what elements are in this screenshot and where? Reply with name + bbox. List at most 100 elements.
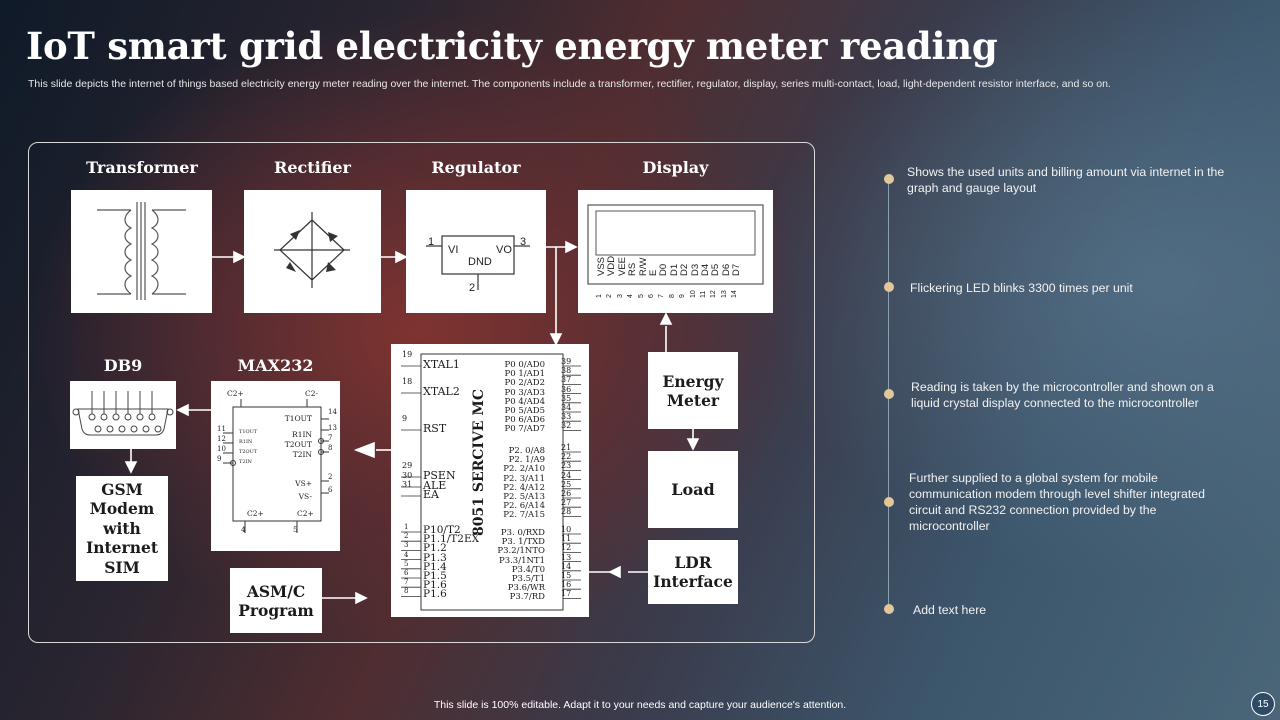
arrow-icon (124, 461, 138, 474)
mcu-port-label: P2. 4/A12 (503, 482, 545, 493)
max232-c2plus-bottom: C2+ (247, 509, 264, 518)
transformer-block (71, 190, 212, 313)
mcu-pin-number: 24 (561, 470, 572, 480)
mcu-pin-label: P1.6 (423, 588, 447, 601)
transformer-label: Transformer (86, 158, 198, 177)
mcu-port-label: P3.4/T0 (511, 564, 545, 575)
mcu-pin-number: 26 (561, 489, 572, 498)
db9-label: DB9 (103, 356, 143, 375)
max232-right-pin: 6 (328, 486, 333, 494)
timeline-bullet (884, 389, 894, 399)
mcu-pin-number: 9 (402, 414, 408, 423)
mcu-pin-number: 36 (561, 384, 572, 394)
max232-bottom-pin: 4 (241, 525, 246, 534)
gsm-modem-block: GSM Modem with Internet SIM (76, 476, 168, 581)
mcu-pin-number: 33 (561, 412, 572, 422)
max232-left-pin: 12 (217, 435, 226, 443)
max232-left-pin: 9 (217, 455, 222, 463)
mcu-pin-label: XTAL1 (423, 358, 460, 371)
mcu-pin-number: 8 (404, 587, 409, 596)
max232-right-label: R1IN (292, 430, 312, 439)
max232-left-label: T2IN (239, 459, 252, 465)
arrow-icon (395, 250, 408, 264)
db9-block (70, 381, 176, 449)
regulator-vo: VO (496, 244, 512, 256)
mcu-pin-label: XTAL2 (423, 385, 460, 398)
timeline-item: Further supplied to a global system for … (909, 471, 1205, 533)
mcu-pin-label: EA (423, 488, 439, 501)
mcu-pin-label: P1.4 (423, 560, 447, 573)
mcu-pin-number: 21 (561, 443, 572, 452)
max232-right-pin: 14 (328, 408, 337, 416)
mcu-pin-label: RST (423, 422, 447, 435)
max232-right-pin: 2 (328, 473, 333, 481)
mcu-pin-number: 39 (561, 357, 572, 366)
regulator-chip: DND (468, 256, 492, 268)
mcu-pin-number: 4 (404, 550, 409, 559)
regulator-pin-2: 2 (469, 282, 476, 294)
db9-connector-icon (72, 391, 174, 436)
mcu-pin-number: 23 (561, 461, 572, 471)
mcu-port-label: P2. 5/A13 (503, 492, 545, 502)
max232-right-label: VS- (298, 492, 312, 501)
mcu-port-label: P3. 1/TXD (501, 537, 545, 548)
regulator-label: Regulator (431, 158, 521, 177)
max232-right-pin: 7 (328, 434, 333, 442)
mcu-port-label: P0 2/AD2 (504, 378, 545, 389)
mcu-pin-label: P10/T2 (423, 524, 461, 536)
mcu-port-label: P3.2/1NTO (497, 546, 545, 557)
mcu-pin-number: 37 (561, 375, 572, 385)
mcu-pin-number: 27 (561, 498, 572, 508)
mcu-pin-label: ALE (423, 479, 447, 492)
mcu-pin-number: 29 (402, 461, 413, 470)
energy-meter-block: Energy Meter (648, 352, 738, 429)
mcu-port-label: P0 0/AD0 (504, 360, 545, 370)
mcu-pin-number: 16 (561, 580, 572, 590)
max232-c2plus-top: C2+ (227, 389, 244, 398)
mcu-pin-label: P1.1/T2EX (423, 533, 480, 546)
asm-c-program-block: ASM/C Program (230, 568, 322, 633)
mcu-port-label: P2. 3/A11 (503, 473, 545, 484)
mcu-pin-number: 15 (561, 571, 572, 580)
max232-right-pin: 8 (328, 444, 333, 452)
arrow-icon (565, 240, 578, 254)
mcu-pin-number: 28 (561, 507, 572, 517)
mcu-port-label: P0 4/AD4 (504, 396, 545, 407)
max232-c2plus-bottom-right: C2+ (297, 509, 314, 518)
page-title: IoT smart grid electricity energy meter … (26, 24, 998, 68)
max232-bottom-pin: 5 (293, 525, 298, 534)
transformer-symbol-icon (97, 202, 186, 300)
max232-right-label: VS+ (295, 479, 312, 488)
arrow-icon (686, 438, 700, 451)
display-label: Display (642, 158, 709, 177)
mcu-port-label: P0 3/AD3 (504, 387, 545, 398)
mcu-pin-number: 17 (561, 589, 572, 599)
timeline-bullet (884, 174, 894, 184)
timeline-bullet (884, 282, 894, 292)
mcu-pin-label: P1.3 (423, 551, 447, 564)
mcu-pin-number: 2 (404, 532, 409, 541)
mcu-pin-number: 34 (561, 403, 572, 412)
lcd-screen-icon (587, 204, 764, 285)
mcu-pin-number: 38 (561, 366, 572, 376)
mcu-pin-number: 10 (561, 525, 572, 534)
load-block: Load (648, 451, 738, 528)
mcu-pin-label: P1.5 (423, 570, 447, 582)
arrow-icon (353, 441, 375, 459)
mcu-port-label: P2. 7/A15 (503, 510, 545, 521)
mcu-pin-number: 25 (561, 479, 572, 489)
mcu-port-label: P3.5/T1 (511, 574, 545, 584)
mcu-port-label: P2. 1/A9 (508, 455, 545, 466)
mcu-port-label: P0 7/AD7 (504, 424, 545, 435)
footer-note: This slide is 100% editable. Adapt it to… (433, 699, 847, 711)
timeline-item: Flickering LED blinks 3300 times per uni… (910, 281, 1133, 295)
arrow-icon (659, 312, 673, 325)
mcu-pin-number: 6 (404, 569, 409, 577)
arrow-icon (608, 565, 621, 579)
mcu-pin-number: 30 (402, 471, 413, 480)
mcu-port-label: P3. 0/RXD (500, 528, 545, 538)
